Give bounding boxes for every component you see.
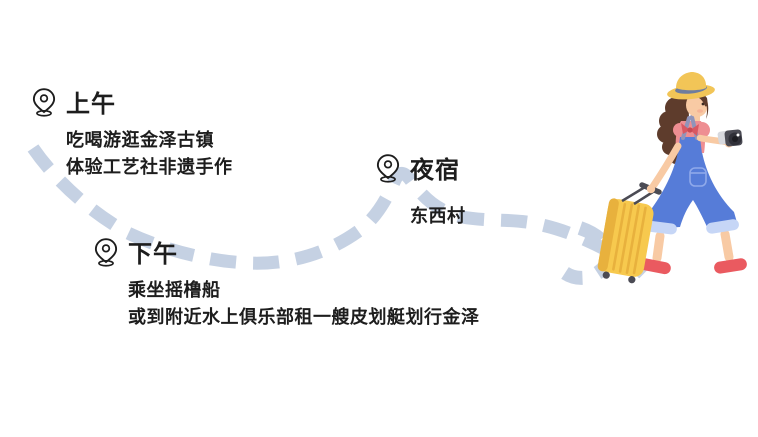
stop-night-line-1: 东西村 — [410, 206, 466, 226]
stop-afternoon-lines: 乘坐摇橹船 或到附近水上俱乐部租一艘皮划艇划行金泽 — [128, 277, 480, 331]
stop-afternoon-line-2: 或到附近水上俱乐部租一艘皮划艇划行金泽 — [128, 307, 480, 327]
stop-morning-line-2: 体验工艺社非遗手作 — [66, 157, 233, 177]
left-arm — [648, 142, 682, 192]
chest-bow — [681, 123, 699, 136]
back-shoe — [714, 258, 747, 274]
stop-morning-title: 上午 — [66, 91, 116, 118]
stop-night-title: 夜宿 — [410, 157, 460, 184]
blush — [697, 109, 703, 113]
location-pin-icon — [94, 237, 118, 267]
stop-night-header: 夜宿 — [374, 150, 466, 185]
stop-night-lines: 东西村 — [410, 203, 466, 230]
stop-morning-line-1: 吃喝游逛金泽古镇 — [66, 130, 214, 150]
stop-afternoon-header: 下午 — [92, 234, 480, 269]
pocket — [689, 167, 707, 187]
suitcase — [597, 198, 654, 284]
traveler-illustration — [597, 72, 748, 284]
overalls-pants — [647, 152, 738, 231]
left-hand — [646, 184, 656, 194]
stop-morning-header: 上午 — [30, 84, 233, 119]
stop-night: 夜宿 东西村 — [374, 150, 466, 230]
overalls-bib — [678, 137, 702, 154]
camera-icon — [717, 126, 748, 147]
stop-afternoon-title: 下午 — [128, 241, 178, 268]
location-pin-icon — [376, 153, 400, 183]
eye — [701, 102, 705, 106]
front-shoe — [638, 258, 671, 275]
stop-morning: 上午 吃喝游逛金泽古镇 体验工艺社非遗手作 — [30, 84, 233, 181]
stop-morning-lines: 吃喝游逛金泽古镇 体验工艺社非遗手作 — [66, 127, 233, 181]
hat-crown — [676, 72, 707, 91]
back-lower-leg — [720, 229, 734, 262]
hair-side — [704, 98, 709, 119]
front-cuff — [644, 220, 677, 235]
front-lower-leg — [652, 231, 665, 263]
back-cuff — [706, 219, 739, 234]
stop-afternoon: 下午 乘坐摇橹船 或到附近水上俱乐部租一艘皮划艇划行金泽 — [92, 234, 480, 331]
stop-afternoon-line-1: 乘坐摇橹船 — [128, 280, 221, 300]
location-pin-icon — [32, 87, 56, 117]
